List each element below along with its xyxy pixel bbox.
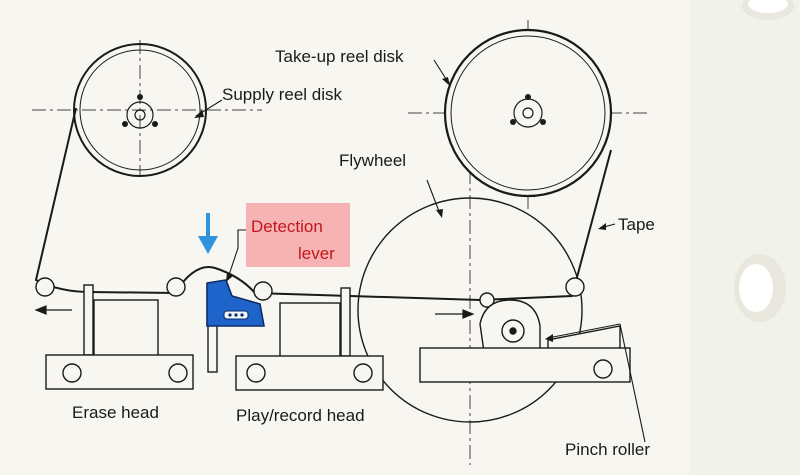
- binder-hole-top: [742, 0, 794, 20]
- pinch-roller-label: Pinch roller: [565, 440, 650, 459]
- detection-label-line1: Detection: [251, 217, 323, 236]
- erase-head: [45, 284, 194, 390]
- guide-rollers: [35, 277, 585, 308]
- tape-path: [34, 107, 612, 302]
- supply-reel-label: Supply reel disk: [222, 85, 343, 104]
- flywheel-circle: [357, 197, 583, 423]
- play-record-head: [235, 287, 384, 391]
- page-margin: [690, 0, 800, 475]
- detection-label-line2: lever: [298, 244, 335, 263]
- detection-highlight-box: [246, 203, 350, 267]
- takeup-reel-label: Take-up reel disk: [275, 47, 404, 66]
- takeup-reel-disk: [443, 28, 613, 198]
- tape-label: Tape: [618, 215, 655, 234]
- binder-hole-middle: [734, 254, 786, 322]
- leader-arrowheads: [194, 77, 606, 342]
- tape-direction-arrows: [34, 305, 475, 319]
- pinch-roller-assembly: [419, 299, 631, 383]
- erase-head-label: Erase head: [72, 403, 159, 422]
- play-record-head-label: Play/record head: [236, 406, 365, 425]
- flywheel-label: Flywheel: [339, 151, 406, 170]
- detection-lever: [206, 279, 265, 373]
- blue-down-arrow: [198, 213, 218, 254]
